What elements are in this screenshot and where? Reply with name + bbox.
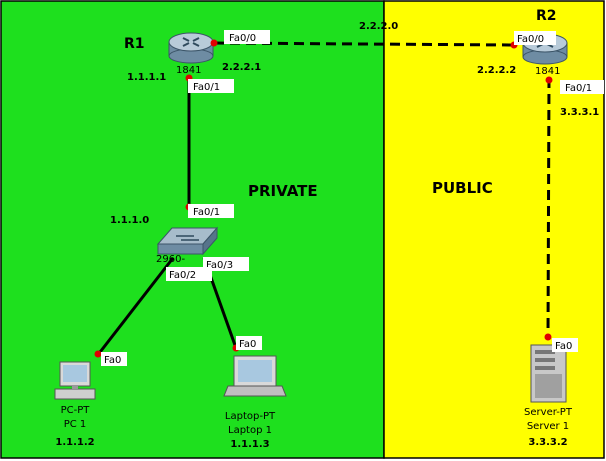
- server-name-label: Server 1: [527, 421, 569, 432]
- port-label-r2-fa00: Fa0/0: [514, 31, 556, 45]
- port-label-r1-fa00: Fa0/0: [224, 30, 270, 44]
- r1-wan-ip-label: 2.2.2.1: [222, 62, 261, 73]
- laptop-name-label: Laptop 1: [228, 425, 272, 436]
- r2-wan-ip-label: 2.2.2.2: [477, 65, 516, 76]
- r2-lan-ip-label: 3.3.3.1: [560, 107, 599, 118]
- switch-model-label: 2960-: [156, 254, 185, 265]
- private-zone-label: PRIVATE: [248, 182, 318, 200]
- pc-name-label: PC 1: [64, 419, 87, 430]
- laptop-type-label: Laptop-PT: [225, 411, 276, 422]
- svg-text:Fa0/1: Fa0/1: [193, 207, 220, 218]
- public-zone-label: PUBLIC: [432, 179, 493, 197]
- port-label-sw-fa03: Fa0/3: [203, 257, 249, 271]
- wan-subnet-label: 2.2.2.0: [359, 21, 398, 32]
- pc-fa0-dot: [94, 350, 102, 358]
- port-label-r2-fa01: Fa0/1: [560, 80, 604, 94]
- pc-icon[interactable]: [54, 361, 96, 400]
- r1-fa00-dot: [210, 39, 218, 47]
- router-r1-icon[interactable]: [168, 32, 214, 64]
- port-label-server-fa0: Fa0: [552, 338, 578, 352]
- public-zone: [383, 0, 605, 459]
- svg-text:Fa0/2: Fa0/2: [169, 270, 196, 281]
- r2-name-label: R2: [536, 8, 557, 24]
- pc-ip-label: 1.1.1.2: [55, 437, 94, 448]
- server-ip-label: 3.3.3.2: [528, 437, 567, 448]
- r1-name-label: R1: [124, 36, 145, 52]
- r2-model-label: 1841: [535, 66, 560, 77]
- r1-ip-label: 1.1.1.1: [127, 72, 166, 83]
- svg-text:Fa0: Fa0: [239, 339, 256, 350]
- r1-model-label: 1841: [176, 65, 201, 76]
- laptop-ip-label: 1.1.1.3: [230, 439, 269, 450]
- port-label-r1-fa01: Fa0/1: [188, 79, 234, 93]
- r2-fa01-dot: [545, 76, 553, 84]
- lan-subnet-label: 1.1.1.0: [110, 215, 149, 226]
- link-switch-pc: [95, 257, 175, 357]
- port-label-sw-fa02: Fa0/2: [166, 267, 212, 281]
- svg-text:Fa0/0: Fa0/0: [517, 34, 544, 45]
- port-label-laptop-fa0: Fa0: [236, 336, 262, 350]
- svg-text:Fa0: Fa0: [104, 355, 121, 366]
- server-fa0-dot: [544, 333, 552, 341]
- port-label-sw-fa01: Fa0/1: [188, 204, 234, 218]
- pc-type-label: PC-PT: [61, 405, 91, 416]
- svg-text:Fa0/1: Fa0/1: [565, 83, 592, 94]
- port-label-pc-fa0: Fa0: [101, 352, 127, 366]
- link-r2-server: [546, 77, 551, 338]
- laptop-icon[interactable]: [223, 355, 287, 397]
- server-type-label: Server-PT: [524, 407, 573, 418]
- svg-text:Fa0: Fa0: [555, 341, 572, 352]
- svg-text:Fa0/0: Fa0/0: [229, 33, 256, 44]
- svg-text:Fa0/3: Fa0/3: [206, 260, 233, 271]
- server-icon[interactable]: [530, 344, 567, 403]
- svg-text:Fa0/1: Fa0/1: [193, 82, 220, 93]
- switch-icon[interactable]: [156, 226, 219, 256]
